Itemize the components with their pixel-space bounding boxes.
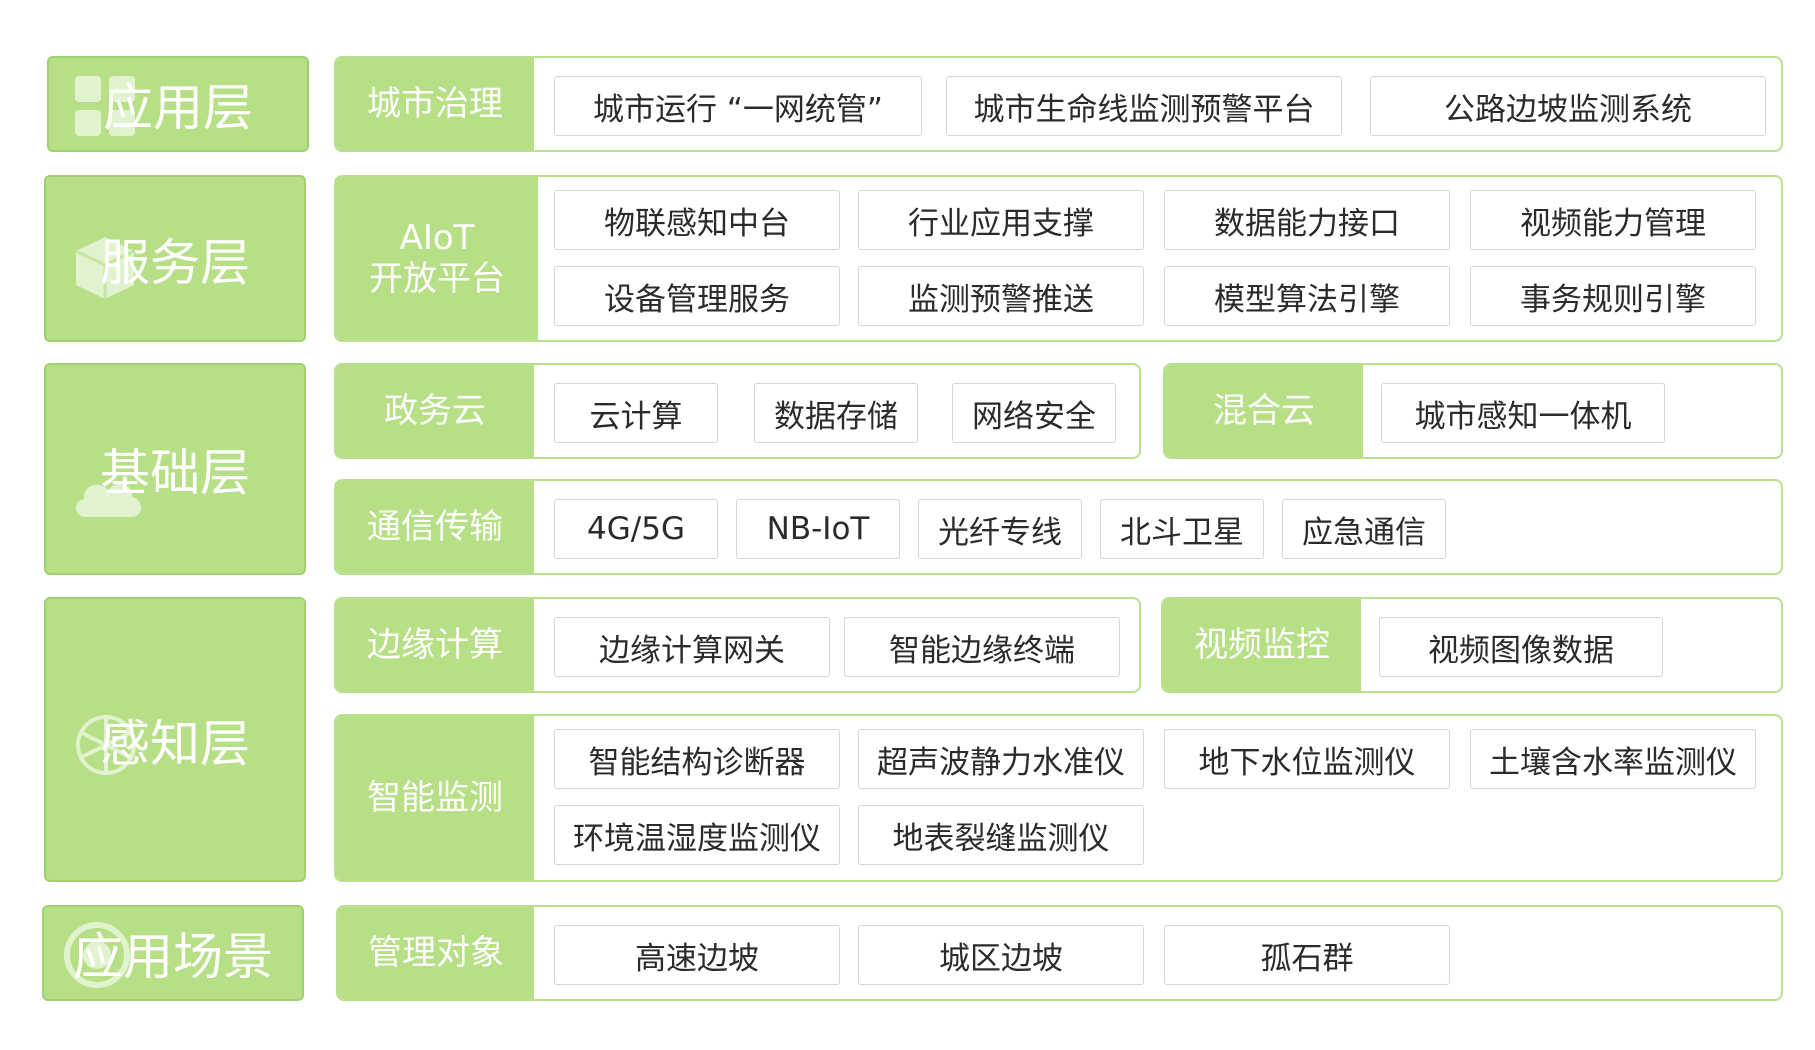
chip-fiber: 光纤专线 [918,499,1082,559]
city-governance-label: 城市治理 [336,58,534,150]
chip-emergency-comm: 应急通信 [1282,499,1446,559]
edge-computing-label: 边缘计算 [336,599,534,691]
chip-urban-slope: 城区边坡 [858,925,1144,985]
layer-scenario: 应用场景 [42,905,304,1001]
chip-city-sensing-machine: 城市感知一体机 [1381,383,1665,443]
layer-foundation-label: 基础层 [100,444,250,502]
chip-edge-gateway: 边缘计算网关 [554,617,830,677]
chip-model-engine: 模型算法引擎 [1164,266,1450,326]
chip-video-image-data: 视频图像数据 [1379,617,1663,677]
network-icon [76,715,136,775]
chip-data-interface: 数据能力接口 [1164,190,1450,250]
chip-city-operation: 城市运行 “一网统管” [554,76,922,136]
chip-surface-crack-monitor: 地表裂缝监测仪 [858,805,1144,865]
chip-cloud-computing: 云计算 [554,383,718,443]
panel-hybrid-cloud: 混合云 城市感知一体机 [1163,363,1783,459]
chip-boulder-group: 孤石群 [1164,925,1450,985]
panel-video-monitoring: 视频监控 视频图像数据 [1161,597,1783,693]
chip-data-storage: 数据存储 [754,383,918,443]
cloud-icon [75,483,141,517]
management-objects-label: 管理对象 [338,907,534,999]
layer-foundation: 基础层 [44,363,306,575]
smart-monitoring-label: 智能监测 [336,716,534,880]
chip-4g5g: 4G/5G [554,499,718,559]
aiot-label-line1: AIoT [399,217,475,258]
layer-application: 应用层 [47,56,309,152]
chip-industry-support: 行业应用支撑 [858,190,1144,250]
chip-iot-middle: 物联感知中台 [554,190,840,250]
panel-smart-monitoring: 智能监测 智能结构诊断器 超声波静力水准仪 地下水位监测仪 土壤含水率监测仪 环… [334,714,1783,882]
chip-temp-humidity-monitor: 环境温湿度监测仪 [554,805,840,865]
layer-service-label: 服务层 [100,233,250,292]
chip-groundwater-monitor: 地下水位监测仪 [1164,729,1450,789]
panel-gov-cloud: 政务云 云计算 数据存储 网络安全 [334,363,1141,459]
chip-video-management: 视频能力管理 [1470,190,1756,250]
chip-lifeline-platform: 城市生命线监测预警平台 [946,76,1342,136]
grid-icon [75,76,135,136]
panel-management-objects: 管理对象 高速边坡 城区边坡 孤石群 [336,905,1783,1001]
chip-beidou: 北斗卫星 [1100,499,1264,559]
layer-service: 服务层 [44,175,306,342]
video-monitoring-label: 视频监控 [1163,599,1361,691]
chip-network-security: 网络安全 [952,383,1116,443]
chip-edge-terminal: 智能边缘终端 [844,617,1120,677]
communication-label: 通信传输 [336,481,534,573]
hybrid-cloud-label: 混合云 [1165,365,1363,457]
aiot-label-line2: 开放平台 [369,258,505,299]
chip-hydrostatic-level: 超声波静力水准仪 [858,729,1144,789]
chip-alert-push: 监测预警推送 [858,266,1144,326]
chip-structure-diagnoser: 智能结构诊断器 [554,729,840,789]
chip-slope-system: 公路边坡监测系统 [1370,76,1766,136]
panel-city-governance: 城市治理 城市运行 “一网统管” 城市生命线监测预警平台 公路边坡监测系统 [334,56,1783,152]
aiot-label: AIoT 开放平台 [336,177,538,340]
panel-communication: 通信传输 4G/5G NB-IoT 光纤专线 北斗卫星 应急通信 [334,479,1783,575]
panel-edge-computing: 边缘计算 边缘计算网关 智能边缘终端 [334,597,1141,693]
chip-rule-engine: 事务规则引擎 [1470,266,1756,326]
chip-device-service: 设备管理服务 [554,266,840,326]
layer-application-label: 应用层 [103,79,253,137]
chip-nb-iot: NB-IoT [736,499,900,559]
layer-perception-label: 感知层 [100,714,250,773]
chip-highway-slope: 高速边坡 [554,925,840,985]
layer-scenario-label: 应用场景 [73,928,273,986]
layer-perception: 感知层 [44,597,306,882]
cube-icon [75,237,135,299]
chip-soil-moisture-monitor: 土壤含水率监测仪 [1470,729,1756,789]
panel-aiot-platform: AIoT 开放平台 物联感知中台 行业应用支撑 数据能力接口 视频能力管理 设备… [334,175,1783,342]
circle-icon [64,922,130,988]
gov-cloud-label: 政务云 [336,365,534,457]
